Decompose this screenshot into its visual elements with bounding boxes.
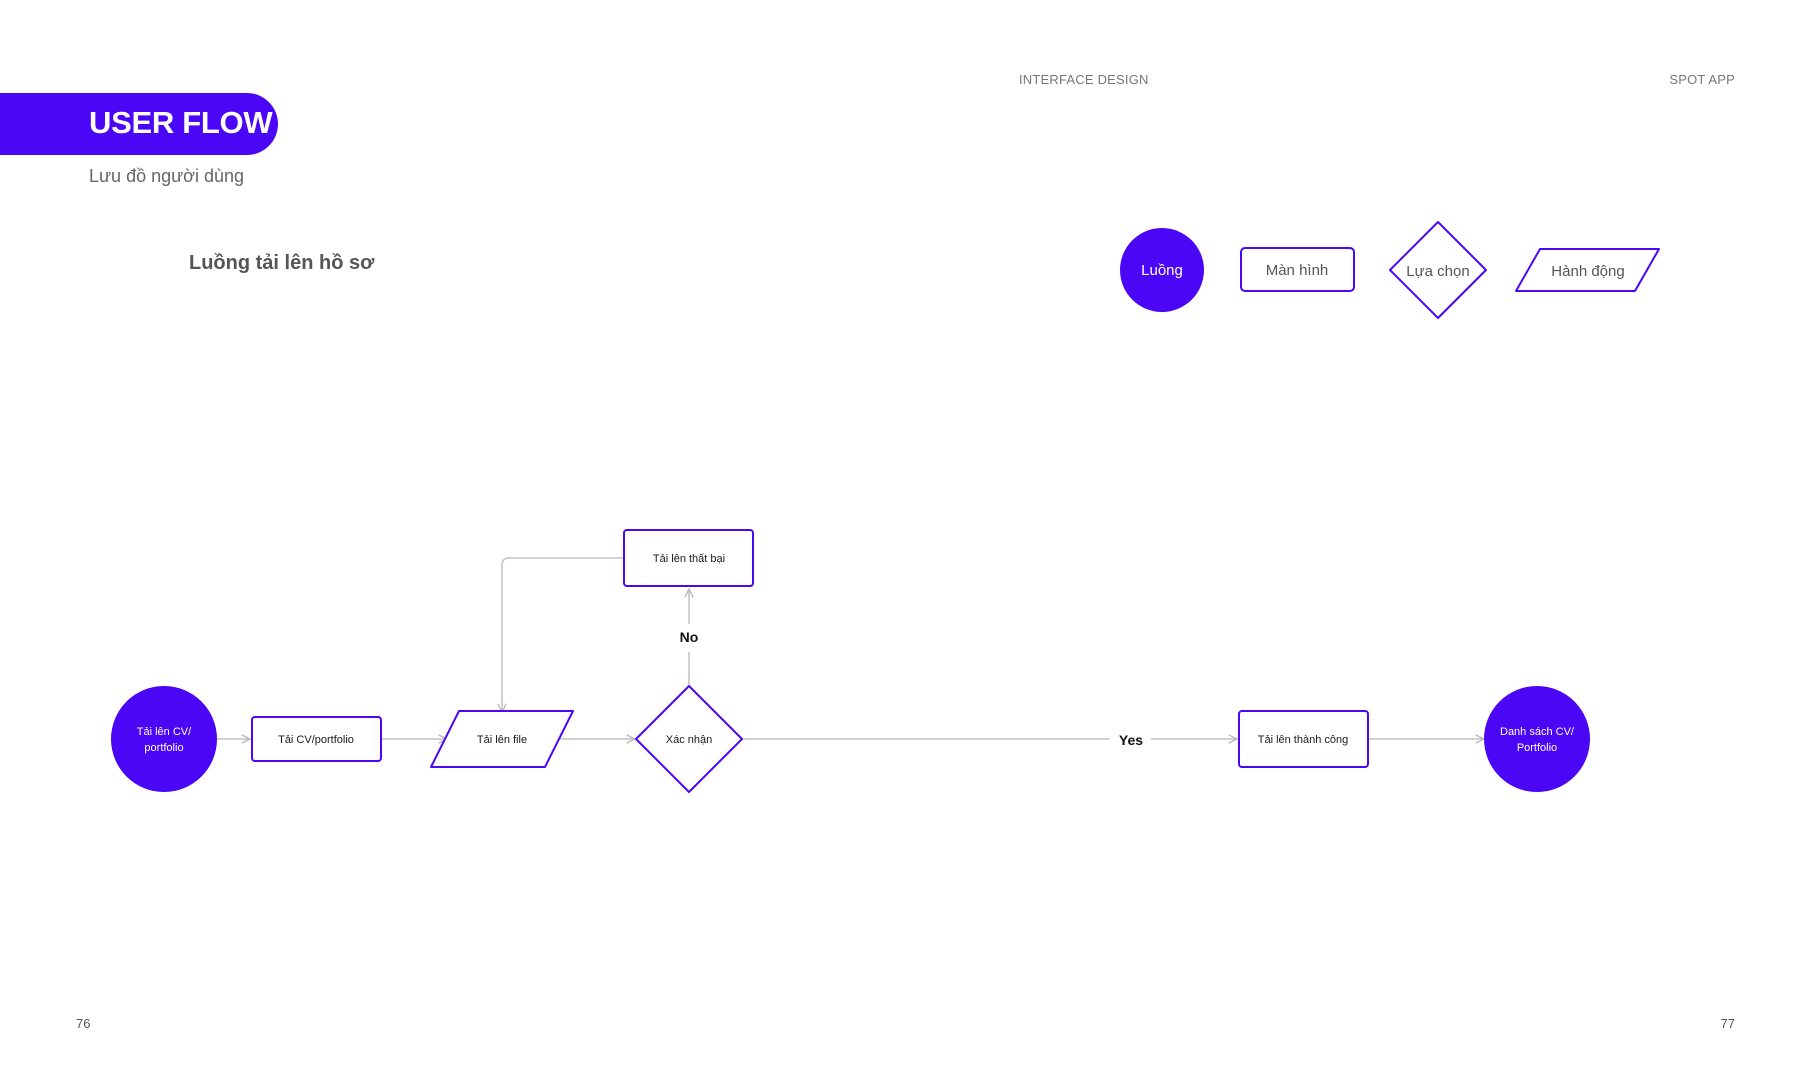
node-end: Danh sách CV/ Portfolio — [1484, 686, 1590, 792]
header-pill — [0, 93, 278, 155]
legend: Luồng Màn hình Lựa chọn Hành động — [1120, 221, 1660, 319]
legend-screen-label: Màn hình — [1266, 262, 1329, 279]
screen-fail-box — [623, 529, 754, 587]
flow-title: Luồng tải lên hồ sơ — [189, 252, 375, 274]
start-circle — [111, 686, 217, 792]
end-circle — [1484, 686, 1590, 792]
legend-choice-shape — [1389, 221, 1487, 319]
section-label: INTERFACE DESIGN — [1019, 72, 1149, 87]
connector-fail-to-action — [502, 557, 624, 712]
action-upload-file-label: Tải lên file — [477, 734, 527, 746]
screen-upload-label: Tải CV/portfolio — [278, 734, 354, 746]
node-action-upload-file: Tải lên file — [430, 710, 574, 768]
start-label-line2: portfolio — [144, 742, 183, 754]
page-title: USER FLOW — [89, 105, 273, 140]
start-label-line1: Tải lên CV/ — [137, 726, 192, 738]
node-screen-upload: Tải CV/portfolio — [251, 716, 382, 762]
legend-screen-shape — [1240, 247, 1355, 292]
connectors — [217, 557, 1484, 739]
action-upload-file-shape — [430, 710, 574, 768]
decision-confirm-label: Xác nhận — [666, 734, 712, 746]
project-label: SPOT APP — [1669, 72, 1735, 87]
screen-success-label: Tải lên thành công — [1258, 734, 1349, 746]
legend-flow-label: Luồng — [1141, 262, 1183, 279]
legend-action-label: Hành động — [1551, 263, 1624, 280]
edge-label-yes: Yes — [1119, 732, 1143, 748]
node-decision-confirm: Xác nhận — [635, 685, 743, 793]
page-subtitle: Lưu đồ người dùng — [89, 166, 245, 186]
edge-label-no: No — [680, 629, 699, 645]
legend-action-shape — [1515, 248, 1660, 292]
decision-confirm-shape — [635, 685, 743, 793]
end-label-line1: Danh sách CV/ — [1500, 726, 1575, 738]
node-screen-fail: Tải lên thất bại — [623, 529, 754, 587]
screen-fail-label: Tải lên thất bại — [653, 553, 725, 565]
screen-success-box — [1238, 710, 1369, 768]
node-screen-success: Tải lên thành công — [1238, 710, 1369, 768]
page-number-left: 76 — [76, 1016, 91, 1031]
end-label-line2: Portfolio — [1517, 742, 1557, 754]
legend-choice-label: Lựa chọn — [1406, 263, 1469, 280]
screen-upload-box — [251, 716, 382, 762]
legend-flow-shape — [1120, 228, 1204, 312]
node-start: Tải lên CV/ portfolio — [111, 686, 217, 792]
page-number-right: 77 — [1720, 1016, 1735, 1031]
